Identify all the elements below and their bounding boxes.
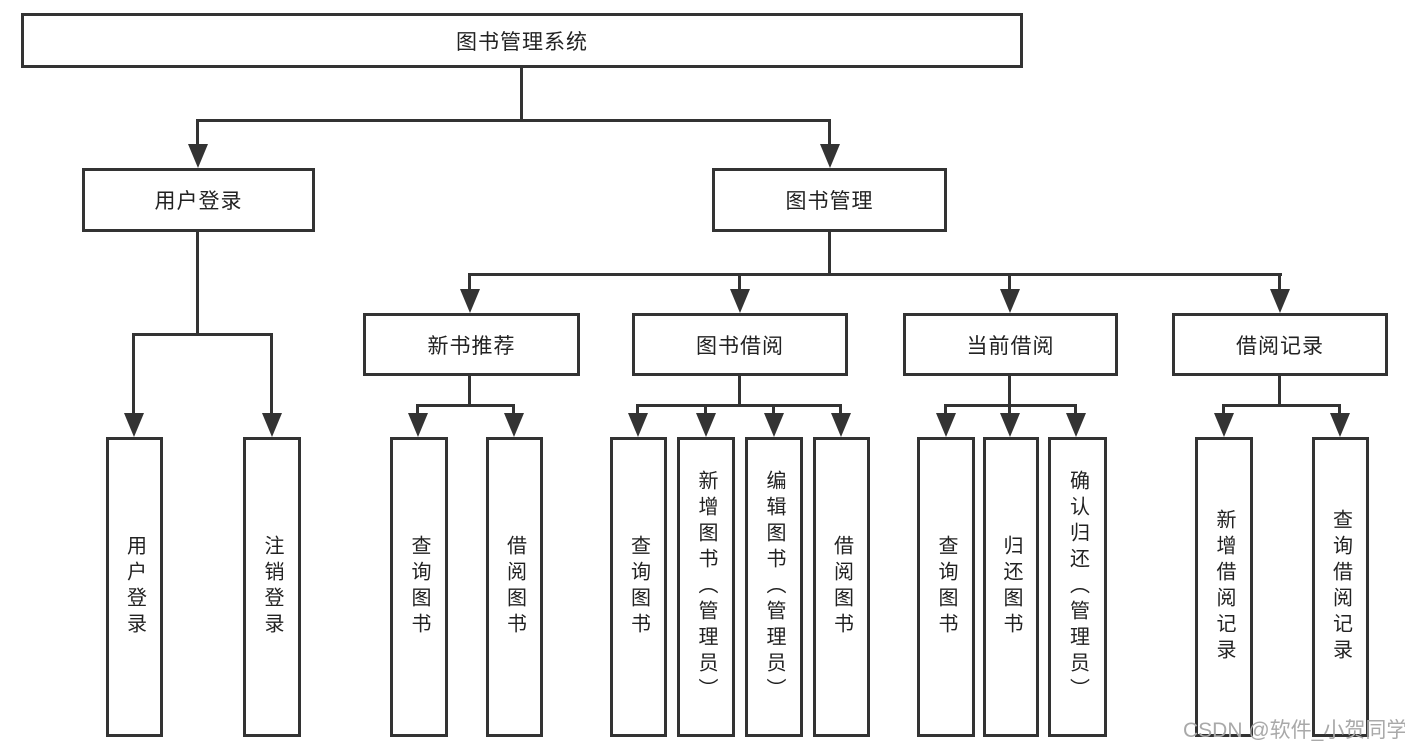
connector-group3-stem bbox=[1008, 376, 1011, 407]
node-leaf-edit-books-admin: 编辑图书（管理员） bbox=[745, 437, 803, 737]
connector-drop-group bbox=[468, 273, 471, 293]
node-leaf-return-books: 归还图书 bbox=[983, 437, 1039, 737]
node-leaf-confirm-return-admin: 确认归还（管理员） bbox=[1048, 437, 1107, 737]
node-group-borrow-records-label: 借阅记录 bbox=[1236, 334, 1324, 358]
node-leaf-user-login: 用户登录 bbox=[106, 437, 163, 737]
connector-drop-group bbox=[1008, 273, 1011, 293]
node-leaf-label: 归还图书 bbox=[1000, 535, 1022, 639]
connector-drop-leaf bbox=[944, 404, 947, 416]
connector-drop-leaf bbox=[772, 404, 775, 416]
connector-group1-stem bbox=[468, 376, 471, 407]
arrow-down-icon bbox=[820, 144, 840, 168]
arrow-down-icon bbox=[1000, 413, 1020, 437]
arrow-down-icon bbox=[188, 144, 208, 168]
node-group-borrow-records: 借阅记录 bbox=[1172, 313, 1388, 376]
arrow-down-icon bbox=[1214, 413, 1234, 437]
arrow-down-icon bbox=[1330, 413, 1350, 437]
connector-user-bus bbox=[132, 333, 273, 336]
arrow-down-icon bbox=[504, 413, 524, 437]
connector-drop-leaf bbox=[1222, 404, 1225, 416]
node-leaf-borrow-books-2: 借阅图书 bbox=[813, 437, 870, 737]
connector-root-stem bbox=[520, 68, 523, 121]
node-group-book-borrow-label: 图书借阅 bbox=[696, 334, 784, 358]
arrow-down-icon bbox=[408, 413, 428, 437]
connector-group4-bus bbox=[1222, 404, 1340, 407]
arrow-down-icon bbox=[696, 413, 716, 437]
node-root-system: 图书管理系统 bbox=[21, 13, 1023, 68]
connector-drop-leaf bbox=[132, 333, 135, 415]
node-leaf-label: 查询图书 bbox=[935, 535, 957, 639]
node-group-current-borrow-label: 当前借阅 bbox=[966, 334, 1055, 358]
node-leaf-logout: 注销登录 bbox=[243, 437, 301, 737]
csdn-watermark: CSDN @软件_小贺同学 bbox=[1183, 719, 1405, 742]
node-group-new-books-label: 新书推荐 bbox=[427, 334, 516, 358]
connector-group1-bus bbox=[416, 404, 515, 407]
node-leaf-query-borrow-record: 查询借阅记录 bbox=[1312, 437, 1369, 737]
node-leaf-label: 查询借阅记录 bbox=[1329, 509, 1352, 665]
node-leaf-label: 借阅图书 bbox=[830, 535, 853, 639]
node-user-login-branch: 用户登录 bbox=[82, 168, 315, 232]
node-leaf-label: 新增借阅记录 bbox=[1213, 509, 1235, 665]
node-group-book-borrow: 图书借阅 bbox=[632, 313, 848, 376]
connector-drop-leaf bbox=[1008, 404, 1011, 416]
arrow-down-icon bbox=[936, 413, 956, 437]
node-leaf-label: 查询图书 bbox=[627, 535, 650, 639]
node-leaf-label: 新增图书（管理员） bbox=[695, 470, 717, 704]
connector-drop-leaf bbox=[416, 404, 419, 416]
connector-mgmt-stem bbox=[828, 232, 831, 276]
arrow-down-icon bbox=[1066, 413, 1086, 437]
node-leaf-label: 编辑图书（管理员） bbox=[763, 470, 785, 704]
node-group-current-borrow: 当前借阅 bbox=[903, 313, 1118, 376]
node-leaf-label: 注销登录 bbox=[261, 535, 283, 639]
connector-user-stem bbox=[196, 232, 199, 335]
connector-group4-stem bbox=[1278, 376, 1281, 407]
node-leaf-query-books-1: 查询图书 bbox=[390, 437, 448, 737]
connector-drop-group bbox=[1278, 273, 1281, 293]
connector-drop-book-mgmt bbox=[828, 119, 831, 147]
arrow-down-icon bbox=[124, 413, 144, 437]
node-leaf-add-borrow-record: 新增借阅记录 bbox=[1195, 437, 1253, 737]
connector-drop-user-login bbox=[196, 119, 199, 147]
node-group-new-books: 新书推荐 bbox=[363, 313, 580, 376]
arrow-down-icon bbox=[1270, 289, 1290, 313]
connector-drop-leaf bbox=[1338, 404, 1341, 416]
arrow-down-icon bbox=[628, 413, 648, 437]
node-user-login-branch-label: 用户登录 bbox=[154, 190, 243, 213]
node-leaf-label: 确认归还（管理员） bbox=[1066, 470, 1089, 704]
connector-mgmt-bus bbox=[468, 273, 1282, 276]
arrow-down-icon bbox=[831, 413, 851, 437]
connector-drop-leaf bbox=[839, 404, 842, 416]
node-leaf-add-books-admin: 新增图书（管理员） bbox=[677, 437, 735, 737]
connector-drop-leaf bbox=[636, 404, 639, 416]
node-leaf-label: 用户登录 bbox=[123, 535, 146, 639]
node-leaf-query-books-2: 查询图书 bbox=[610, 437, 667, 737]
node-leaf-label: 查询图书 bbox=[408, 535, 430, 639]
connector-drop-leaf bbox=[512, 404, 515, 416]
node-root-label: 图书管理系统 bbox=[456, 30, 588, 54]
node-book-mgmt-branch: 图书管理 bbox=[712, 168, 947, 232]
connector-drop-leaf bbox=[270, 333, 273, 415]
arrow-down-icon bbox=[460, 289, 480, 313]
arrow-down-icon bbox=[262, 413, 282, 437]
node-leaf-borrow-books-1: 借阅图书 bbox=[486, 437, 543, 737]
node-leaf-label: 借阅图书 bbox=[503, 535, 526, 639]
connector-group2-stem bbox=[738, 376, 741, 407]
connector-drop-leaf bbox=[1074, 404, 1077, 416]
arrow-down-icon bbox=[764, 413, 784, 437]
arrow-down-icon bbox=[730, 289, 750, 313]
connector-root-bus bbox=[196, 119, 831, 122]
node-leaf-query-books-3: 查询图书 bbox=[917, 437, 975, 737]
connector-group2-bus bbox=[636, 404, 842, 407]
connector-drop-group bbox=[738, 273, 741, 293]
arrow-down-icon bbox=[1000, 289, 1020, 313]
connector-drop-leaf bbox=[704, 404, 707, 416]
node-book-mgmt-branch-label: 图书管理 bbox=[785, 190, 874, 213]
